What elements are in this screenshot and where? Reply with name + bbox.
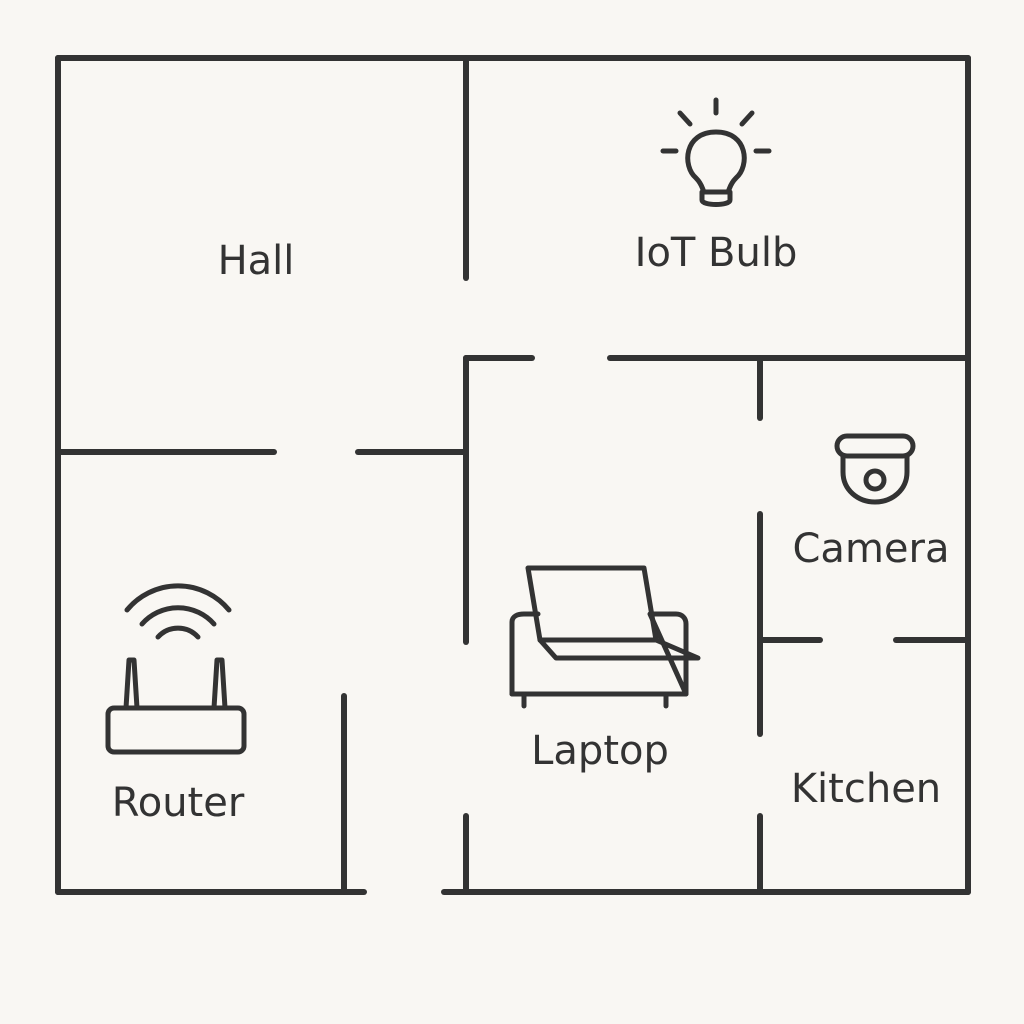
wifi-router-icon (105, 583, 247, 755)
label-laptop: Laptop (531, 728, 669, 774)
lightbulb-icon (660, 97, 772, 207)
room-labels: Hall IoT Bulb Camera Laptop Router Kitch… (112, 230, 950, 826)
label-kitchen: Kitchen (791, 766, 941, 812)
label-camera: Camera (793, 526, 950, 572)
laptop-on-sofa-icon (509, 565, 701, 709)
label-router: Router (112, 780, 245, 826)
walls (55, 55, 971, 895)
security-camera-icon (834, 433, 916, 505)
label-hall: Hall (218, 238, 295, 284)
label-iot-bulb: IoT Bulb (635, 230, 798, 276)
